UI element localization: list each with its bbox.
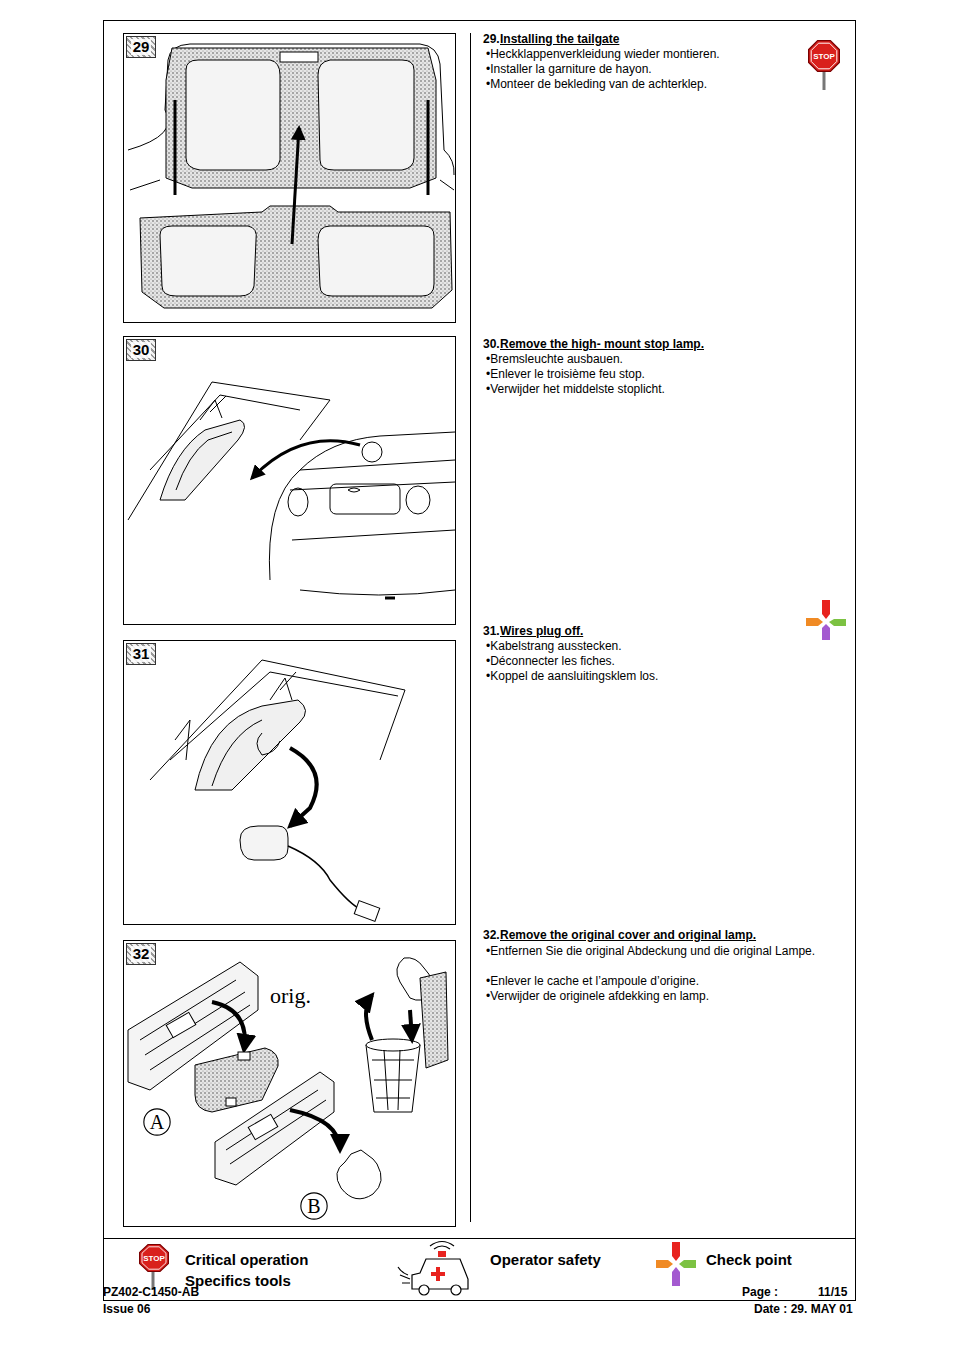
node-text: B bbox=[307, 1195, 320, 1217]
node-text: STOP bbox=[813, 52, 835, 61]
stop-sign: STOP bbox=[139, 1244, 169, 1272]
instruction-line: •Monteer de bekleding van de achterklep. bbox=[486, 77, 707, 92]
instruction-line: •Bremsleuchte ausbauen. bbox=[486, 352, 623, 367]
step-heading: Installing the tailgate bbox=[500, 32, 619, 47]
step-number: 30. bbox=[483, 337, 500, 352]
instruction-line: •Heckklappenverkleidung wieder montieren… bbox=[486, 47, 720, 62]
instruction-line: •Koppel de aansluitingsklem los. bbox=[486, 669, 658, 684]
step-number-box: 29 bbox=[126, 36, 156, 58]
stop-sign: STOP bbox=[808, 40, 840, 72]
issue-number: Issue 06 bbox=[103, 1302, 150, 1317]
node-text: 29 bbox=[131, 39, 152, 55]
page-label: Page : bbox=[742, 1285, 778, 1300]
node-text: 32 bbox=[131, 946, 152, 962]
step-number-box: 32 bbox=[126, 943, 156, 965]
issue-date: Date : 29. MAY 01 bbox=[754, 1302, 853, 1317]
step-number: 31. bbox=[483, 624, 500, 639]
callout-circle: A bbox=[143, 1108, 171, 1136]
instruction-line: •Déconnecter les fiches. bbox=[486, 654, 615, 669]
legend-text: Check point bbox=[706, 1251, 792, 1269]
instruction-line: •Entfernen Sie die original Abdeckung un… bbox=[486, 944, 825, 958]
instruction-line: •Kabelstrang ausstecken. bbox=[486, 639, 622, 654]
step-number: 29. bbox=[483, 32, 500, 47]
legend-text: Critical operation bbox=[185, 1251, 308, 1269]
instruction-line: •Enlever le cache et l’ampoule d’origine… bbox=[486, 974, 699, 989]
step-heading: Remove the high- mount stop lamp. bbox=[500, 337, 704, 352]
step-number-box: 31 bbox=[126, 643, 156, 665]
legend-text: Specifics tools bbox=[185, 1272, 291, 1290]
instruction-line: •Enlever le troisième feu stop. bbox=[486, 367, 645, 382]
node-text: A bbox=[150, 1111, 164, 1133]
step-number: 32. bbox=[483, 928, 500, 943]
part-tag: orig. bbox=[270, 984, 311, 1008]
instruction-line: •Verwijder het middelste stoplicht. bbox=[486, 382, 665, 397]
document-code: PZ402-C1450-AB bbox=[103, 1285, 199, 1300]
step-heading: Wires plug off. bbox=[500, 624, 583, 639]
step-number-box: 30 bbox=[126, 339, 156, 361]
legend-text: Operator safety bbox=[490, 1251, 601, 1269]
instruction-line: •Installer la garniture de hayon. bbox=[486, 62, 652, 77]
callout-circle: B bbox=[300, 1192, 328, 1220]
instruction-line: •Verwijder de originele afdekking en lam… bbox=[486, 989, 709, 1004]
node-text: STOP bbox=[143, 1254, 165, 1263]
step-heading: Remove the original cover and original l… bbox=[500, 928, 756, 943]
page-number: 11/15 bbox=[818, 1285, 847, 1300]
node-text: 31 bbox=[131, 646, 152, 662]
node-text: 30 bbox=[131, 342, 152, 358]
